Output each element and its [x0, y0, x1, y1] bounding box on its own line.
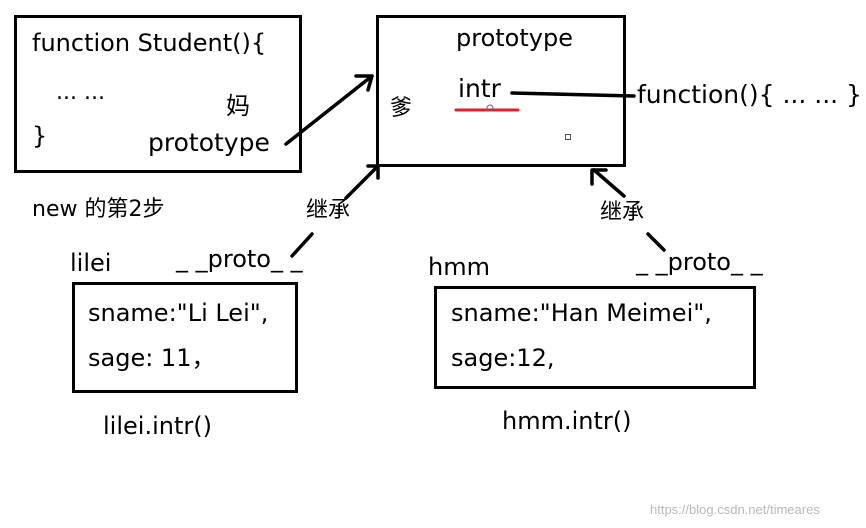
function-body-label: function(){ ... ... }: [637, 80, 862, 109]
constructor-body-ellipsis: ... ...: [56, 80, 105, 105]
mom-label: 妈: [226, 92, 250, 120]
hmm-name-label: hmm: [428, 253, 490, 281]
prototype-title: prototype: [456, 24, 573, 52]
lilei-proto-line-lower: [290, 232, 314, 258]
lilei-name-label: lilei: [70, 249, 112, 277]
lilei-proto-arrowhead: [366, 164, 380, 180]
hmm-proto-line-upper: [592, 168, 626, 198]
constructor-signature: function Student(){: [32, 29, 267, 57]
inherit-label-right: 继承: [600, 200, 645, 225]
lilei-proto-line-upper: [344, 164, 380, 200]
constructor-closing-brace: }: [32, 122, 48, 150]
prototype-box: [376, 15, 626, 167]
constructor-prototype-label: prototype: [148, 128, 270, 157]
hmm-proto-line-lower: [646, 232, 666, 252]
lilei-sname: sname:"Li Lei",: [88, 299, 269, 327]
prototype-pointer-arrowhead: [354, 74, 374, 92]
prototype-pointer-line: [284, 74, 374, 146]
proto-label-right: _ _proto_ _: [636, 248, 763, 276]
constructor-box: [14, 15, 302, 173]
lilei-sage: sage: 11，: [88, 344, 216, 372]
lilei-object-box: [72, 282, 298, 393]
lilei-intr-call: lilei.intr(): [103, 412, 212, 440]
hmm-object-box: [434, 286, 756, 389]
hmm-sage: sage:12,: [451, 344, 555, 372]
hmm-sname: sname:"Han Meimei",: [451, 299, 712, 327]
dad-label: 爹: [390, 96, 413, 121]
watermark-text: https://blog.csdn.net/timeares: [650, 502, 820, 517]
hmm-intr-call: hmm.intr(): [502, 407, 632, 435]
inherit-label-left: 继承: [306, 198, 351, 223]
intr-to-function-line: [510, 91, 636, 98]
intr-method-label: intr: [458, 74, 501, 103]
cursor-mark: [565, 134, 571, 140]
proto-label-left: _ _proto_ _: [176, 245, 303, 273]
new-step-label: new 的第2步: [32, 197, 165, 222]
cursor-dot-icon: [486, 104, 494, 112]
hmm-proto-arrowhead: [590, 168, 608, 186]
